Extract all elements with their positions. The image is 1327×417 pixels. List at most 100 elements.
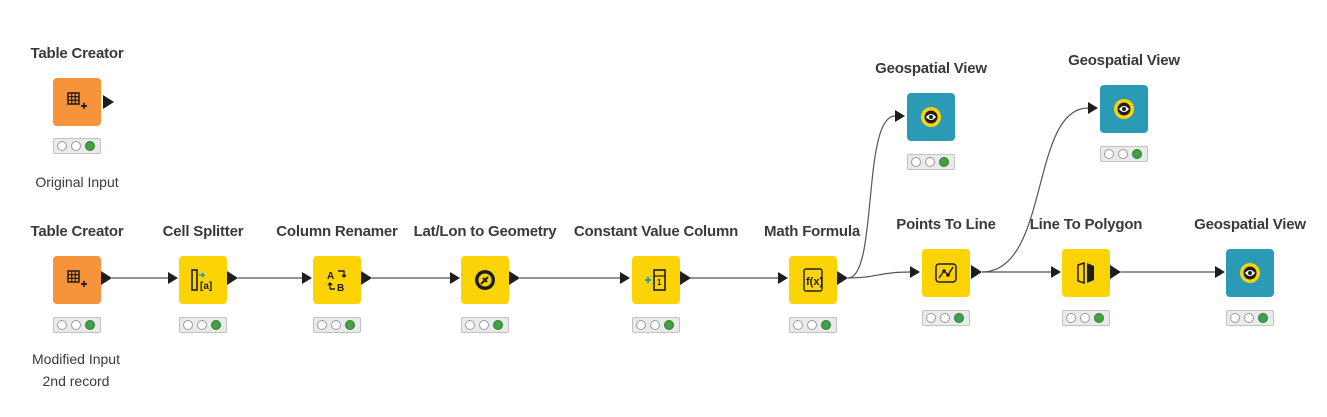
- output-port[interactable]: [837, 271, 848, 285]
- annotation-original-input: Original Input: [35, 171, 118, 193]
- status-light-red: [57, 141, 67, 151]
- status-light-yellow: [650, 320, 660, 330]
- status-light-red: [1230, 313, 1240, 323]
- node-column-renamer[interactable]: A B: [313, 256, 361, 304]
- node-geospatial-view-3[interactable]: [1226, 249, 1274, 297]
- node-title-math-formula: Math Formula: [764, 223, 860, 240]
- node-title-geospatial-view-2: Geospatial View: [1068, 52, 1180, 69]
- status-light-green: [211, 320, 221, 330]
- output-port[interactable]: [227, 271, 238, 285]
- node-title-points-to-line: Points To Line: [896, 216, 996, 233]
- node-title-geospatial-view-3: Geospatial View: [1194, 216, 1306, 233]
- input-port[interactable]: [168, 272, 178, 284]
- node-status-indicator: [789, 317, 837, 333]
- status-light-yellow: [1080, 313, 1090, 323]
- node-title-geospatial-view-1: Geospatial View: [875, 60, 987, 77]
- node-status-indicator: [922, 310, 970, 326]
- input-port[interactable]: [778, 272, 788, 284]
- svg-text:A: A: [327, 271, 334, 282]
- status-light-green: [493, 320, 503, 330]
- node-status-indicator: [907, 154, 955, 170]
- input-port[interactable]: [910, 266, 920, 278]
- output-port[interactable]: [101, 271, 112, 285]
- cell-splitter-icon: [a]: [191, 269, 212, 292]
- node-title-table-creator-modified: Table Creator: [30, 223, 124, 240]
- output-port[interactable]: [1110, 265, 1121, 279]
- status-light-red: [911, 157, 921, 167]
- status-light-yellow: [71, 320, 81, 330]
- node-status-indicator: [1226, 310, 1274, 326]
- svg-text:B: B: [337, 283, 344, 294]
- node-status-indicator: [179, 317, 227, 333]
- column-renamer-icon: A B: [327, 270, 347, 294]
- annotation-text-line2: 2nd record: [42, 373, 110, 389]
- node-constant-value-column[interactable]: 1: [632, 256, 680, 304]
- status-light-yellow: [71, 141, 81, 151]
- annotation-text: Original Input: [35, 174, 119, 190]
- line-to-polygon-icon: [1077, 261, 1094, 285]
- table-creator-icon: [67, 270, 87, 287]
- status-light-green: [85, 320, 95, 330]
- status-light-red: [926, 313, 936, 323]
- status-light-green: [821, 320, 831, 330]
- node-status-indicator: [632, 317, 680, 333]
- input-port[interactable]: [302, 272, 312, 284]
- status-light-yellow: [197, 320, 207, 330]
- svg-text:f(x): f(x): [806, 276, 823, 288]
- node-status-indicator: [1062, 310, 1110, 326]
- node-title-constant-value-column: Constant Value Column: [573, 223, 739, 240]
- input-port[interactable]: [1215, 266, 1225, 278]
- input-port[interactable]: [620, 272, 630, 284]
- status-light-red: [465, 320, 475, 330]
- node-title-column-renamer: Column Renamer: [276, 223, 398, 240]
- input-port[interactable]: [1088, 102, 1098, 114]
- status-light-red: [317, 320, 327, 330]
- points-to-line-icon: [935, 263, 957, 283]
- svg-text:[a]: [a]: [200, 281, 212, 292]
- output-port[interactable]: [103, 95, 114, 109]
- input-port[interactable]: [895, 110, 905, 122]
- status-light-green: [345, 320, 355, 330]
- output-port[interactable]: [680, 271, 691, 285]
- status-light-green: [85, 141, 95, 151]
- math-formula-icon: f(x): [803, 268, 823, 292]
- status-light-red: [1104, 149, 1114, 159]
- node-geospatial-view-2[interactable]: [1100, 85, 1148, 133]
- status-light-yellow: [940, 313, 950, 323]
- geospatial-view-icon: [1114, 99, 1134, 119]
- status-light-green: [939, 157, 949, 167]
- node-table-creator-original[interactable]: [53, 78, 101, 126]
- node-table-creator-modified[interactable]: [53, 256, 101, 304]
- input-port[interactable]: [450, 272, 460, 284]
- node-cell-splitter[interactable]: [a]: [179, 256, 227, 304]
- status-light-yellow: [1244, 313, 1254, 323]
- connection-n7-n8: [847, 115, 896, 279]
- input-port[interactable]: [1051, 266, 1061, 278]
- node-status-indicator: [53, 317, 101, 333]
- node-latlon-to-geometry[interactable]: [461, 256, 509, 304]
- status-light-green: [1094, 313, 1104, 323]
- constant-value-icon: 1: [645, 269, 666, 291]
- node-math-formula[interactable]: f(x): [789, 256, 837, 304]
- node-geospatial-view-1[interactable]: [907, 93, 955, 141]
- geospatial-view-icon: [921, 107, 941, 127]
- annotation-modified-input: Modified Input 2nd record: [32, 348, 120, 392]
- status-light-yellow: [479, 320, 489, 330]
- node-status-indicator: [53, 138, 101, 154]
- svg-text:1: 1: [657, 278, 662, 287]
- status-light-yellow: [1118, 149, 1128, 159]
- output-port[interactable]: [509, 271, 520, 285]
- status-light-green: [1132, 149, 1142, 159]
- output-port[interactable]: [361, 271, 372, 285]
- node-status-indicator: [1100, 146, 1148, 162]
- status-light-red: [1066, 313, 1076, 323]
- node-title-table-creator-original: Table Creator: [30, 45, 124, 62]
- node-line-to-polygon[interactable]: [1062, 249, 1110, 297]
- output-port[interactable]: [971, 265, 982, 279]
- status-light-green: [954, 313, 964, 323]
- annotation-text-line1: Modified Input: [32, 351, 120, 367]
- node-points-to-line[interactable]: [922, 249, 970, 297]
- geometry-icon: [475, 270, 495, 290]
- node-title-latlon-to-geometry: Lat/Lon to Geometry: [413, 223, 557, 240]
